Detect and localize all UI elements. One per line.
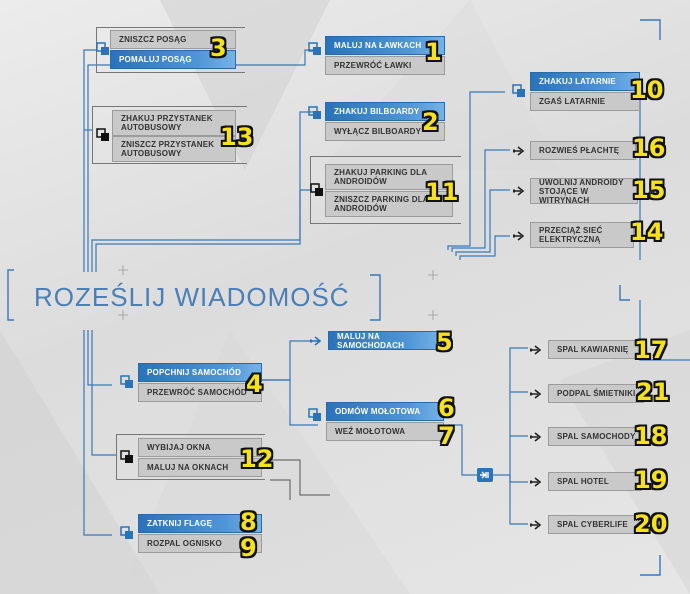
node-flaga: ZATKNIJ FLAGĘ ROZPAL OGNISKO xyxy=(138,514,262,554)
option-zhakuj-parking[interactable]: ZHAKUJ PARKING DLA ANDROIDÓW xyxy=(325,164,453,190)
node-kawiarnie: SPAL KAWIARNIĘ xyxy=(548,340,642,359)
node-smietniki: PODPAL ŚMIETNIKI xyxy=(548,384,644,403)
option-uwolnij-androidy[interactable]: UWOLNIJ ANDROIDY STOJĄCE W WITRYNACH xyxy=(530,178,638,205)
arrow-icon xyxy=(530,477,542,487)
choice-icon xyxy=(308,106,321,119)
option-przeciaz-siec[interactable]: PRZECIĄŻ SIEĆ ELEKTRYCZNĄ xyxy=(530,222,634,248)
number-label: 21 xyxy=(636,378,670,406)
choice-icon xyxy=(120,450,133,463)
choice-icon xyxy=(120,526,133,539)
option-spal-kawiarnie[interactable]: SPAL KAWIARNIĘ xyxy=(548,340,642,359)
option-zniszcz-przystanek[interactable]: ZNISZCZ PRZYSTANEK AUTOBUSOWY xyxy=(112,136,236,162)
number-label: 12 xyxy=(240,445,274,473)
arrow-icon xyxy=(530,389,542,399)
main-objective-title: ROZEŚLIJ WIADOMOŚĆ xyxy=(34,282,350,312)
number-label: 4 xyxy=(246,370,263,398)
option-zhakuj-bilboardy[interactable]: ZHAKUJ BILBOARDY xyxy=(325,102,445,121)
node-samochody: SPAL SAMOCHODY xyxy=(548,427,642,446)
option-zhakuj-latarnie[interactable]: ZHAKUJ LATARNIE xyxy=(530,72,640,91)
option-wez-molotowa[interactable]: WEŹ MOŁOTOWA xyxy=(326,422,444,441)
node-samochod: POPCHNIJ SAMOCHÓD PRZEWRÓĆ SAMOCHÓD xyxy=(138,363,262,403)
choice-icon xyxy=(310,183,323,196)
number-label: 6 xyxy=(438,394,455,422)
arrow-icon xyxy=(513,231,525,241)
node-androidy: UWOLNIJ ANDROIDY STOJĄCE W WITRYNACH xyxy=(530,178,638,205)
number-label: 2 xyxy=(422,108,439,136)
option-przewroc-lawki[interactable]: PRZEWRÓĆ ŁAWKI xyxy=(325,56,445,75)
number-label: 13 xyxy=(220,123,254,151)
option-spal-samochody[interactable]: SPAL SAMOCHODY xyxy=(548,427,642,446)
number-label: 11 xyxy=(425,178,459,206)
number-label: 5 xyxy=(436,328,453,356)
choice-icon xyxy=(120,375,133,388)
bracket xyxy=(116,434,265,480)
option-spal-hotel[interactable]: SPAL HOTEL xyxy=(548,472,642,491)
choice-icon xyxy=(512,84,525,97)
option-maluj-na-oknach[interactable]: MALUJ NA OKNACH xyxy=(138,458,262,477)
choice-icon xyxy=(96,128,109,141)
arrow-icon xyxy=(530,432,542,442)
number-label: 8 xyxy=(240,508,257,536)
number-label: 19 xyxy=(634,466,668,494)
option-przewroc-samochod[interactable]: PRZEWRÓĆ SAMOCHÓD xyxy=(138,383,262,402)
option-odmow-molotowa[interactable]: ODMÓW MOŁOTOWA xyxy=(326,402,444,421)
option-maluj-na-samochodach[interactable]: MALUJ NA SAMOCHODACH xyxy=(328,331,442,350)
bracket xyxy=(92,106,247,164)
node-lawki: MALUJ NA ŁAWKACH PRZEWRÓĆ ŁAWKI xyxy=(325,36,445,76)
option-zhakuj-przystanek[interactable]: ZHAKUJ PRZYSTANEK AUTOBUSOWY xyxy=(112,110,236,136)
arrow-icon xyxy=(513,186,525,196)
arrow-icon xyxy=(530,520,542,530)
number-label: 10 xyxy=(630,76,664,104)
option-zgas-latarnie[interactable]: ZGAŚ LATARNIE xyxy=(530,92,640,111)
arrow-icon xyxy=(513,146,525,156)
option-rozwies-plachte[interactable]: ROZWIEŚ PŁACHTĘ xyxy=(530,141,636,160)
number-label: 1 xyxy=(425,38,442,66)
node-bilboardy: ZHAKUJ BILBOARDY WYŁĄCZ BILBOARDY xyxy=(325,102,445,142)
choice-icon xyxy=(308,408,321,421)
number-label: 9 xyxy=(240,534,257,562)
number-label: 3 xyxy=(210,34,227,62)
option-zniszcz-parking[interactable]: ZNISZCZ PARKING DLA ANDROIDÓW xyxy=(325,191,453,217)
node-parking: ZHAKUJ PARKING DLA ANDROIDÓW ZNISZCZ PAR… xyxy=(325,164,453,218)
option-rozpal-ognisko[interactable]: ROZPAL OGNISKO xyxy=(138,534,262,553)
node-latarnie: ZHAKUJ LATARNIE ZGAŚ LATARNIE xyxy=(530,72,640,112)
node-plachta: ROZWIEŚ PŁACHTĘ xyxy=(530,141,636,160)
node-przystanek: ZHAKUJ PRZYSTANEK AUTOBUSOWY ZNISZCZ PRZ… xyxy=(112,110,236,162)
number-label: 17 xyxy=(634,336,668,364)
choice-icon xyxy=(308,42,321,55)
number-label: 7 xyxy=(438,422,455,450)
option-maluj-na-lawkach[interactable]: MALUJ NA ŁAWKACH xyxy=(325,36,445,55)
number-label: 15 xyxy=(632,176,666,204)
node-posag: ZNISZCZ POSĄG POMALUJ POSĄG xyxy=(110,30,236,70)
option-pomaluj-posag[interactable]: POMALUJ POSĄG xyxy=(110,50,236,69)
option-zniszcz-posag[interactable]: ZNISZCZ POSĄG xyxy=(110,30,236,49)
number-label: 16 xyxy=(632,134,666,162)
option-popchnij-samochod[interactable]: POPCHNIJ SAMOCHÓD xyxy=(138,363,262,382)
option-wylacz-bilboardy[interactable]: WYŁĄCZ BILBOARDY xyxy=(325,122,445,141)
choice-icon xyxy=(96,42,109,55)
arrow-icon xyxy=(310,336,322,346)
node-hotel: SPAL HOTEL xyxy=(548,472,642,491)
number-label: 18 xyxy=(634,422,668,450)
arrow-icon xyxy=(530,345,542,355)
number-label: 20 xyxy=(634,510,668,538)
node-okna: WYBIJAJ OKNA MALUJ NA OKNACH xyxy=(138,438,262,478)
node-siec: PRZECIĄŻ SIEĆ ELEKTRYCZNĄ xyxy=(530,222,634,248)
node-molotowa: ODMÓW MOŁOTOWA WEŹ MOŁOTOWA xyxy=(326,402,444,442)
option-zatknij-flage[interactable]: ZATKNIJ FLAGĘ xyxy=(138,514,262,533)
option-wybijaj-okna[interactable]: WYBIJAJ OKNA xyxy=(138,438,262,457)
number-label: 14 xyxy=(630,218,664,246)
branch-icon xyxy=(477,468,493,482)
node-samochodach: MALUJ NA SAMOCHODACH xyxy=(328,331,442,350)
option-spal-cyberlife[interactable]: SPAL CYBERLIFE xyxy=(548,515,642,534)
option-podpal-smietniki[interactable]: PODPAL ŚMIETNIKI xyxy=(548,384,644,403)
node-cyberlife: SPAL CYBERLIFE xyxy=(548,515,642,534)
